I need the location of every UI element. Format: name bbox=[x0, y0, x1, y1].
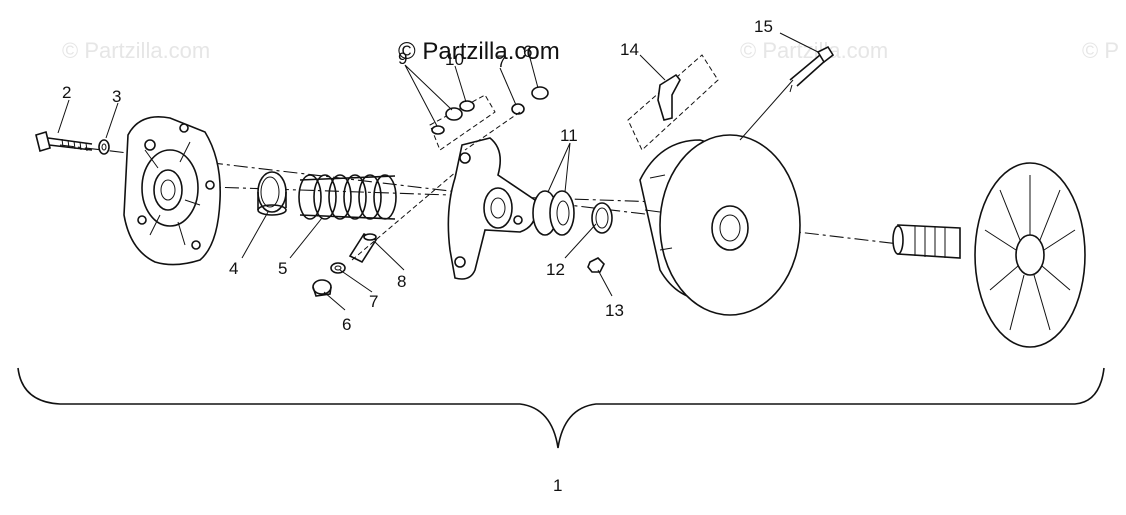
callout-14: 14 bbox=[620, 40, 639, 59]
part-pin bbox=[348, 232, 378, 264]
callout-13: 13 bbox=[605, 301, 624, 320]
callout-12: 12 bbox=[546, 260, 565, 279]
callout-1: 1 bbox=[553, 476, 562, 495]
assembly-brace bbox=[17, 367, 1105, 449]
callout-15: 15 bbox=[754, 17, 773, 36]
part-bushing-right bbox=[591, 202, 613, 234]
part-washer bbox=[98, 139, 110, 155]
callout-3: 3 bbox=[112, 87, 121, 106]
watermark-main: © Partzilla.com bbox=[398, 38, 560, 65]
part-bolt bbox=[35, 130, 93, 153]
callout-8: 8 bbox=[397, 272, 406, 291]
part-bushing bbox=[257, 171, 287, 216]
part-moveable-sheave bbox=[639, 134, 801, 316]
callout-10: 10 bbox=[445, 50, 464, 69]
callout-7-lower: 7 bbox=[369, 292, 378, 311]
callout-6-upper: 6 bbox=[523, 42, 532, 61]
callout-6-lower: 6 bbox=[342, 315, 351, 334]
callout-2: 2 bbox=[62, 83, 71, 102]
callout-7-upper: 7 bbox=[497, 52, 506, 71]
leader-lines bbox=[57, 32, 819, 311]
secondary-axis-line bbox=[149, 184, 661, 203]
part-nut bbox=[587, 257, 605, 273]
callout-11: 11 bbox=[560, 126, 578, 145]
part-small-washer-lower bbox=[330, 262, 346, 274]
part-cover-plate bbox=[123, 116, 222, 266]
watermark-left: © Partzilla.com bbox=[62, 38, 211, 63]
watermark-edge: © P bbox=[1082, 38, 1119, 63]
callout-9: 9 bbox=[398, 49, 407, 68]
part-spider bbox=[447, 137, 537, 280]
part-cap-lower bbox=[312, 279, 332, 297]
part-rollers bbox=[532, 190, 575, 236]
part-long-bolt bbox=[739, 45, 835, 141]
callout-4: 4 bbox=[229, 259, 238, 278]
part-small-parts-upper bbox=[429, 86, 549, 151]
part-spring bbox=[298, 174, 397, 220]
part-weight bbox=[627, 54, 719, 151]
pin-guide-line bbox=[351, 159, 471, 261]
callout-5: 5 bbox=[278, 259, 287, 278]
part-fixed-sheave bbox=[892, 162, 1086, 348]
